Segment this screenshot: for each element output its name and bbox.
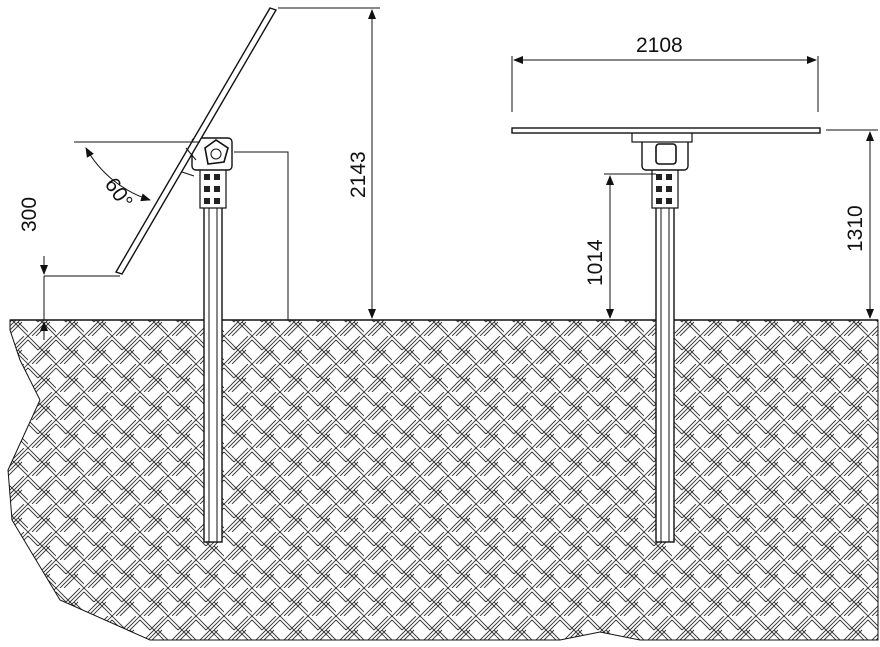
right-horizontal-panel <box>511 127 821 134</box>
dim-label-2108: 2108 <box>636 34 683 57</box>
left-post <box>203 169 223 543</box>
dim-label-2143: 2143 <box>347 151 370 198</box>
left-bracket <box>199 167 227 209</box>
left-torque-tube <box>204 139 229 165</box>
dim-label-1014: 1014 <box>584 239 607 286</box>
soil-hatched-area <box>7 319 879 641</box>
angle-arc <box>85 147 151 202</box>
dim-label-300: 300 <box>18 197 41 232</box>
right-view: 2108 1014 1310 <box>511 34 878 543</box>
right-post <box>655 167 675 543</box>
left-view: 60° 2143 300 <box>18 7 380 543</box>
left-tilted-panel <box>114 7 278 275</box>
dim-label-1310: 1310 <box>844 205 867 252</box>
angle-label: 60° <box>100 174 137 213</box>
ground-section <box>7 319 879 641</box>
